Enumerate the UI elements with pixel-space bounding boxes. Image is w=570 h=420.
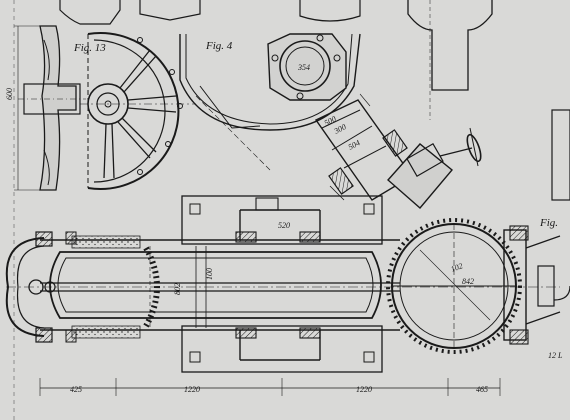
corner-note: 12 L bbox=[548, 351, 563, 360]
valve-handwheel bbox=[387, 127, 482, 209]
dim-102: 102 bbox=[450, 261, 464, 274]
dim-425: 425 bbox=[70, 385, 82, 394]
dim-520: 520 bbox=[278, 221, 290, 230]
fig13-label: Fig. 13 bbox=[73, 42, 106, 54]
dim-100: 100 bbox=[205, 268, 214, 280]
fig13-pulley-face bbox=[80, 32, 196, 190]
lining-band bbox=[71, 235, 160, 339]
dim-1220-left: 1220 bbox=[184, 385, 200, 394]
dim-842: 842 bbox=[462, 277, 474, 286]
dim-465: 465 bbox=[476, 385, 488, 394]
fig4-label: Fig. 4 bbox=[205, 40, 233, 52]
dim-354: 354 bbox=[297, 63, 310, 72]
dim-1220-right: 1220 bbox=[356, 385, 372, 394]
dim-802: 802 bbox=[173, 283, 182, 295]
dim-600: 600 bbox=[5, 88, 14, 100]
fig13-pulley-section bbox=[14, 25, 86, 191]
bottom-dimension-line bbox=[13, 0, 501, 420]
fig-right-label: Fig. bbox=[539, 217, 558, 229]
fig4-upper-casing bbox=[59, 0, 570, 201]
top-flange bbox=[267, 33, 347, 101]
